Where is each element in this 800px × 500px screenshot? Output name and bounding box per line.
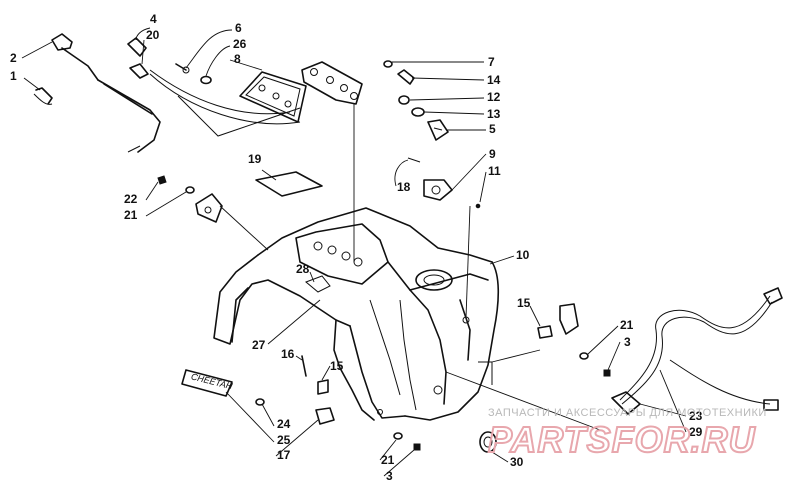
- gauge-mounting-plate: [239, 61, 363, 123]
- leader-lines: [21, 27, 687, 477]
- callout-c21c: 21: [381, 453, 395, 467]
- callout-c15a: 15: [517, 296, 531, 310]
- watermark-logo: PARTSFOR.RU: [488, 419, 756, 460]
- callout-c24: 24: [277, 417, 291, 431]
- callout-c6: 6: [235, 21, 242, 35]
- throttle-lever-assembly: [33, 33, 161, 153]
- callout-c25: 25: [277, 433, 291, 447]
- callout-c13: 13: [487, 107, 501, 121]
- callout-c20: 20: [146, 28, 160, 42]
- wire-harness: [611, 287, 783, 415]
- callout-c27: 27: [252, 338, 266, 352]
- callout-c15b: 15: [330, 359, 344, 373]
- callout-c10: 10: [516, 248, 530, 262]
- callout-c3a: 3: [624, 335, 631, 349]
- callout-c21b: 21: [620, 318, 634, 332]
- callout-c29: 29: [689, 425, 703, 439]
- callout-c14: 14: [487, 73, 501, 87]
- callout-c22: 22: [124, 192, 138, 206]
- callout-c2: 2: [10, 51, 17, 65]
- callout-c26: 26: [233, 37, 247, 51]
- callout-c5: 5: [489, 122, 496, 136]
- callout-c4: 4: [150, 12, 157, 26]
- callout-c12: 12: [487, 90, 501, 104]
- cable-harness-upper: [127, 37, 301, 137]
- callout-c19: 19: [248, 152, 262, 166]
- callout-c11: 11: [488, 164, 501, 178]
- callout-c16: 16: [281, 347, 295, 361]
- callout-c9: 9: [489, 147, 496, 161]
- callout-c8: 8: [234, 52, 241, 66]
- watermark: ЗАПЧАСТИ И АКСЕССУАРЫ ДЛЯ МОТОТЕХНИКИ PA…: [487, 407, 767, 461]
- callout-c30: 30: [510, 455, 524, 469]
- callout-c7: 7: [488, 55, 495, 69]
- callout-c18: 18: [397, 180, 411, 194]
- console-housing: [213, 207, 500, 421]
- callout-c28: 28: [296, 262, 310, 276]
- callout-c17: 17: [277, 448, 291, 462]
- callout-c23: 23: [689, 409, 703, 423]
- hardware-items: [157, 60, 611, 453]
- callout-c1: 1: [10, 69, 17, 83]
- callout-c21a: 21: [124, 208, 138, 222]
- callout-c3b: 3: [386, 469, 393, 483]
- watermark-tagline: ЗАПЧАСТИ И АКСЕССУАРЫ ДЛЯ МОТОТЕХНИКИ: [488, 407, 767, 419]
